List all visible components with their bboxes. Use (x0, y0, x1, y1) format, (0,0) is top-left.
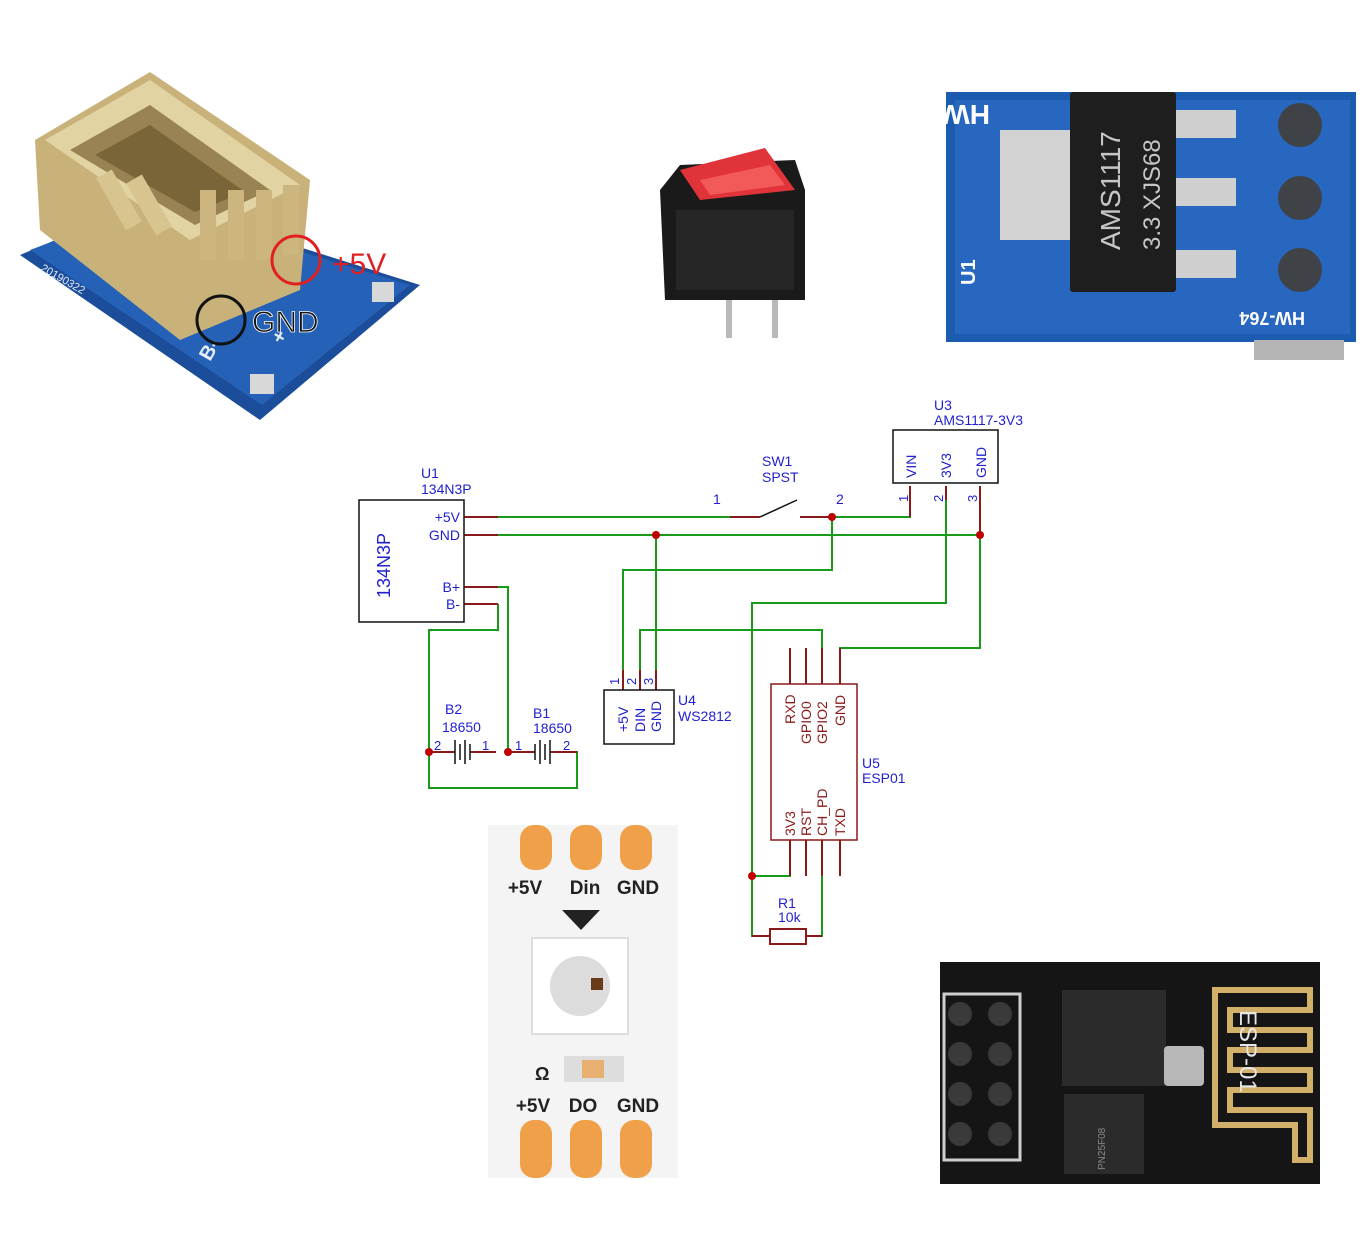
u3-pin-gnd: GND (973, 447, 989, 478)
u1-pin-5v: +5V (435, 509, 461, 525)
regulator-board-code: HW-764 (1239, 308, 1305, 328)
u4-pin-5v: +5V (615, 706, 631, 732)
u1-value: 134N3P (421, 481, 472, 497)
b1-value: 18650 (533, 720, 572, 736)
charger-board-photo: 20190322 B- + +5V GND (20, 72, 420, 420)
u4-pin-gnd: GND (648, 701, 664, 732)
u5-pin-gnd: GND (832, 695, 848, 726)
u3-pin-3v3: 3V3 (938, 453, 954, 478)
junction-battery-left (425, 748, 433, 756)
u3-regulator-symbol: U3 AMS1117-3V3 VIN 3V3 GND 1 2 3 (892, 397, 1023, 502)
r1-ref: R1 (778, 895, 796, 911)
u4-pin-din: DIN (632, 708, 648, 732)
wire-bminus (428, 604, 578, 789)
gnd-callout-circle (195, 294, 247, 346)
sw1-pin-num-1: 1 (713, 491, 721, 507)
data-direction-arrow-icon (562, 910, 600, 930)
strip-cap-mark: Ω (535, 1064, 549, 1084)
regulator-board-photo: AMS1117 3.3 XJS68 HW U1 HW-764 (943, 92, 1356, 360)
junction-gnd-led (652, 531, 660, 539)
strip-bottom-pin-do: DO (569, 1096, 598, 1117)
u5-pin-3v3: 3V3 (782, 811, 798, 836)
strip-bottom-pin-gnd: GND (617, 1096, 659, 1117)
schematic-junctions (425, 513, 984, 880)
b1-battery-symbol: B1 18650 1 2 (515, 705, 572, 764)
junction-gnd-reg (976, 531, 984, 539)
u5-pin-rst: RST (798, 808, 814, 836)
u5-esp01-symbol: RXD GPIO0 GPIO2 GND 3V3 RST CH_PD TXD U5… (770, 683, 906, 841)
u4-pin-num-1: 1 (607, 678, 622, 685)
u5-pin-chpd: CH_PD (814, 789, 830, 836)
u3-value: AMS1117-3V3 (934, 412, 1023, 428)
u4-pin-num-2: 2 (624, 678, 639, 685)
u4-ref: U4 (678, 692, 696, 708)
u5-value: ESP01 (862, 770, 906, 786)
b2-value: 18650 (442, 719, 481, 735)
wire-chpd-to-resistor (806, 843, 823, 937)
rocker-switch-photo (660, 148, 805, 338)
strip-top-pin-din: Din (570, 878, 601, 899)
esp01-flash-code: PN25F08 (1097, 1127, 1108, 1170)
u1-pin-bminus: B- (446, 596, 460, 612)
u1-ref: U1 (421, 465, 439, 481)
u1-body-label: 134N3P (374, 533, 394, 598)
b2-battery-symbol: B2 18650 2 1 (434, 701, 489, 764)
u5-pin-rxd: RXD (782, 694, 798, 724)
schematic-pin-stubs (429, 486, 981, 876)
plus5v-callout-label: +5V (332, 248, 386, 281)
b2-ref: B2 (445, 701, 462, 717)
b1-pin-num-1: 1 (515, 738, 522, 753)
r1-resistor-symbol: R1 10k (752, 895, 822, 945)
regulator-logo: HW (943, 99, 990, 130)
regulator-chip-label-2: 3.3 XJS68 (1139, 139, 1166, 250)
wire-switched-5v-to-led (622, 517, 833, 670)
u3-pin-num-1: 1 (896, 495, 911, 502)
b1-pin-num-2: 2 (563, 738, 570, 753)
wire-bplus (498, 586, 509, 752)
junction-battery-mid (504, 748, 512, 756)
regulator-ref: U1 (958, 259, 980, 285)
strip-top-pin-gnd: GND (617, 878, 659, 899)
wire-3v3-to-esp (752, 843, 791, 877)
sw1-pin-num-2: 2 (836, 491, 844, 507)
u3-pin-num-2: 2 (931, 495, 946, 502)
u5-ref: U5 (862, 755, 880, 771)
sw1-ref: SW1 (762, 453, 793, 469)
wire-din-to-gpio2 (639, 629, 823, 670)
u5-pin-gpio0: GPIO0 (798, 701, 814, 744)
u4-value: WS2812 (678, 708, 732, 724)
u5-pin-gpio2: GPIO2 (814, 701, 830, 744)
plus5v-callout-circle (270, 234, 322, 286)
strip-top-pin-5v: +5V (508, 878, 543, 899)
regulator-chip-label-1: AMS1117 (1095, 131, 1126, 250)
u3-ref: U3 (934, 397, 952, 413)
strip-bottom-pin-5v: +5V (516, 1096, 551, 1117)
gnd-callout-label: GND (252, 306, 319, 339)
u3-pin-num-3: 3 (965, 495, 980, 502)
b2-pin-num-1: 1 (482, 738, 489, 753)
esp01-label: ESP-01 (1234, 1010, 1261, 1093)
junction-switch-out (828, 513, 836, 521)
sw1-switch-symbol: SW1 SPST 1 2 (713, 453, 844, 518)
u1-pin-gnd: GND (429, 527, 460, 543)
esp01-photo: PN25F08 ESP-01 (940, 962, 1320, 1184)
u1-pin-bplus: B+ (442, 579, 460, 595)
u3-pin-vin: VIN (903, 455, 919, 478)
u4-ws2812-symbol: +5V DIN GND 1 2 3 U4 WS2812 (603, 678, 732, 745)
u5-pin-txd: TXD (832, 808, 848, 836)
b2-pin-num-2: 2 (434, 738, 441, 753)
sw1-value: SPST (762, 469, 799, 485)
b1-ref: B1 (533, 705, 550, 721)
r1-value: 10k (778, 909, 802, 925)
junction-3v3 (748, 872, 756, 880)
u1-charger-symbol: 134N3P U1 134N3P +5V GND B+ B- (358, 465, 472, 623)
u4-pin-num-3: 3 (641, 678, 656, 685)
led-strip-photo: +5V Din GND Ω +5V DO GND (488, 825, 678, 1178)
